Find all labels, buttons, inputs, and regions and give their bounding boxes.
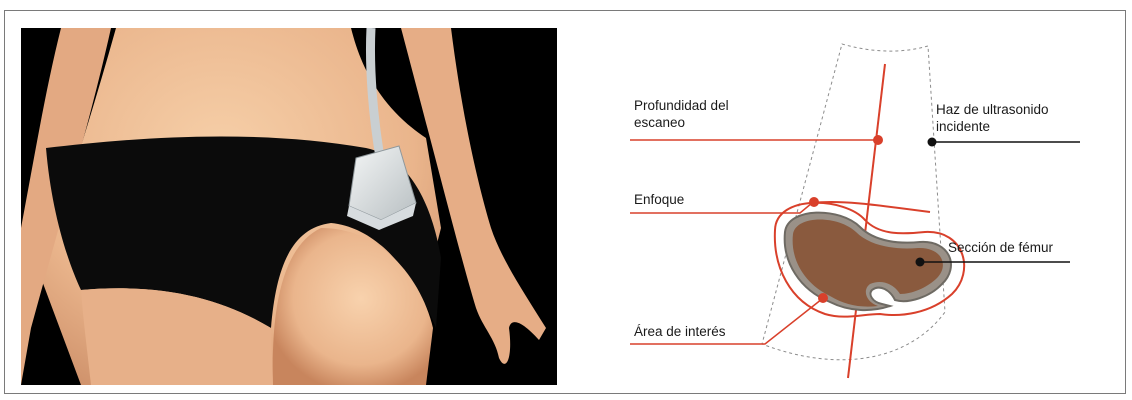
focus-dot xyxy=(809,197,819,207)
label-scan-depth-line1: Profundidad del xyxy=(634,98,729,114)
label-beam-line1: Haz de ultrasonido xyxy=(936,102,1049,118)
scan-depth-dot xyxy=(873,135,883,145)
hip-probe-illustration xyxy=(21,28,557,385)
ultrasound-beam-diagram: Profundidad del escaneo Haz de ultrasoni… xyxy=(590,22,1110,388)
label-focus: Enfoque xyxy=(634,192,684,208)
label-area-of-interest: Área de interés xyxy=(634,324,726,340)
beam-dot xyxy=(928,138,937,147)
ultrasound-probe-photo xyxy=(21,28,557,385)
femur-dot xyxy=(916,258,925,267)
label-scan-depth-line2: escaneo xyxy=(634,115,685,131)
area-dot xyxy=(818,293,828,303)
label-femur-section: Sección de fémur xyxy=(948,240,1053,256)
label-beam-line2: incidente xyxy=(936,119,990,135)
